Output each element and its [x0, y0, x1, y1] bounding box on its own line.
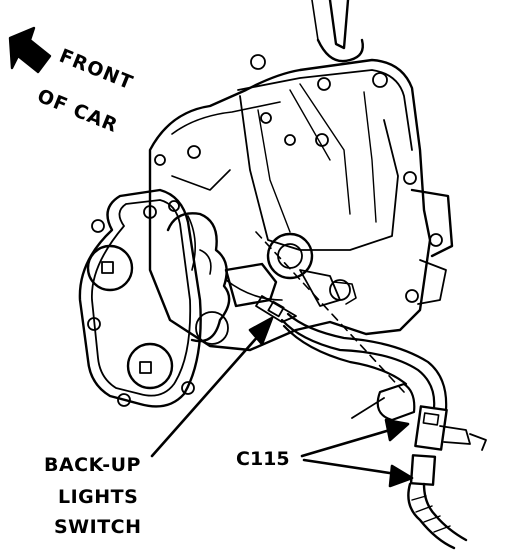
alignment-line [255, 231, 405, 393]
connector-c115 [407, 405, 487, 550]
gear-housing [166, 212, 231, 345]
connector-c115-label: C115 [236, 448, 290, 470]
transaxle-case [148, 58, 454, 352]
shift-lever [311, 0, 364, 63]
back-up-lights-switch-label-line3: SWITCH [54, 516, 142, 538]
side-cover [78, 188, 202, 408]
switch-leader [150, 316, 274, 458]
back-up-lights-switch-label-line2: LIGHTS [58, 486, 139, 508]
arrow-up-left-icon [8, 26, 52, 74]
housing-bolts [154, 54, 443, 303]
back-up-lights-switch-label-line1: BACK-UP [44, 454, 141, 476]
wiring-harness [280, 312, 448, 422]
connector-leaders [300, 418, 414, 488]
